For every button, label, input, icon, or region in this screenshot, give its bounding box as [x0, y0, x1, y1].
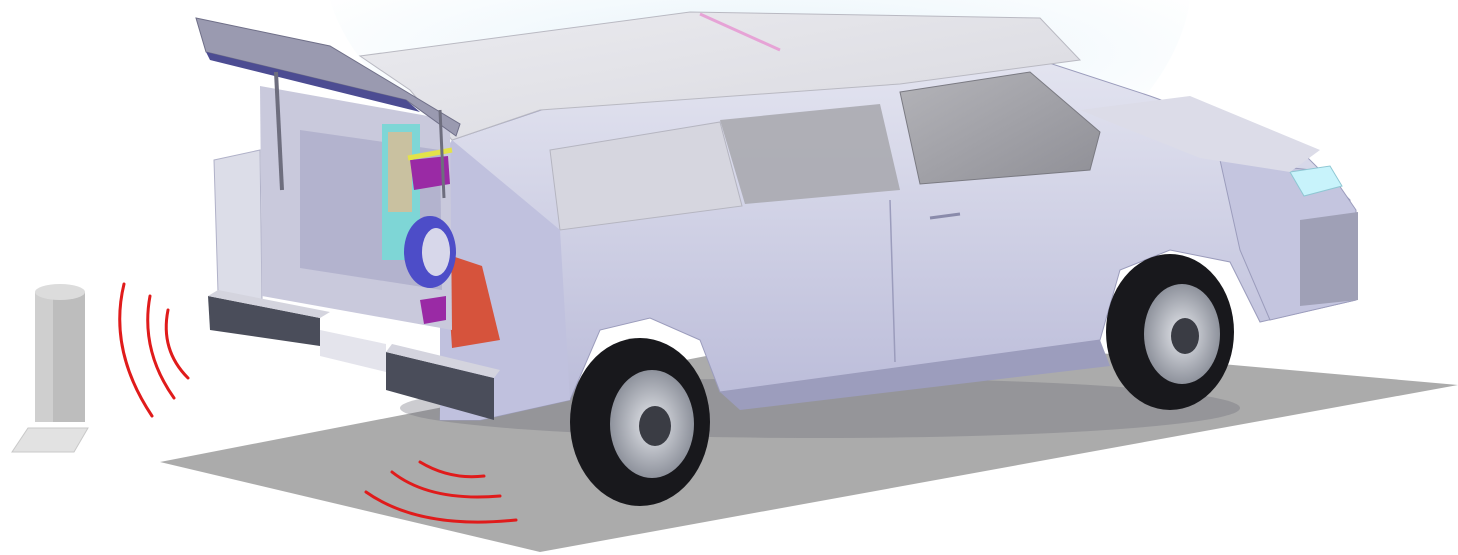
post-top	[35, 284, 85, 300]
front-bumper	[1300, 212, 1358, 306]
camper-window-front	[720, 104, 900, 204]
sensor-post	[12, 284, 88, 452]
post-base	[12, 428, 88, 452]
front-wheel	[1106, 254, 1234, 410]
post-signal-waves	[120, 284, 188, 416]
rear-wheel	[570, 338, 710, 506]
